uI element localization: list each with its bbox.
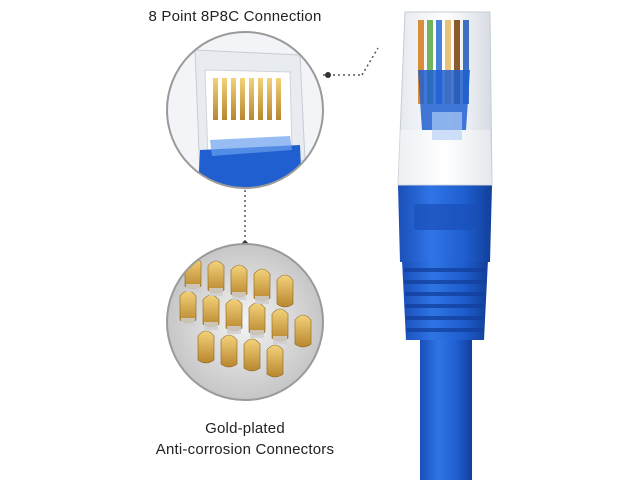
rj45-plug xyxy=(397,11,493,186)
connector-closeup xyxy=(166,31,324,189)
connector-housing xyxy=(398,185,492,262)
leader-line-middle xyxy=(242,190,248,247)
plating-caption-line2: Anti-corrosion Connectors xyxy=(155,441,335,458)
gold-pins-closeup xyxy=(166,243,324,401)
cable xyxy=(420,330,472,480)
cable-boot xyxy=(402,260,488,340)
connection-caption: 8 Point 8P8C Connection xyxy=(148,8,322,25)
plating-caption: Gold-plated Anti-corrosion Connectors xyxy=(70,418,420,460)
plating-caption-line1: Gold-plated xyxy=(205,420,285,437)
plug-wires xyxy=(418,20,469,104)
leader-line-top xyxy=(323,47,379,78)
